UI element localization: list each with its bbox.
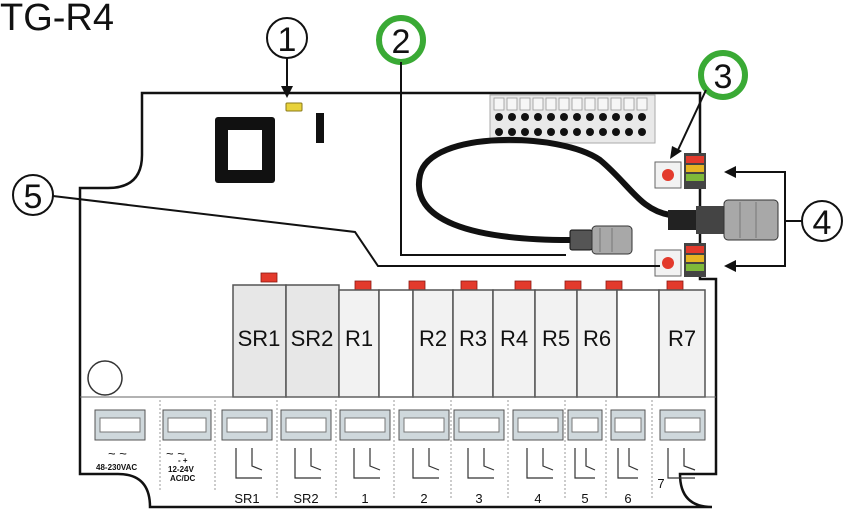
- svg-text:2: 2: [392, 23, 411, 61]
- output-terminal-slots: [226, 417, 701, 433]
- terminal-label-4: 4: [534, 491, 541, 506]
- cable-plug-left: [569, 225, 633, 255]
- relay-leds: [260, 272, 684, 291]
- dc-type-label: AC/DC: [170, 474, 196, 483]
- terminal-label-7: 7: [657, 476, 664, 491]
- svg-text:3: 3: [714, 58, 733, 96]
- diagram-title: TG-R4: [0, 0, 114, 39]
- cable: [415, 136, 673, 243]
- cable-plug-right: [668, 199, 779, 241]
- svg-text:4: 4: [813, 204, 832, 242]
- relay-r3: [452, 289, 494, 398]
- connector-lower: [654, 243, 706, 277]
- dc-voltage-label: 12-24V: [168, 465, 194, 474]
- callout-1: 1: [266, 17, 308, 98]
- status-led: [285, 102, 303, 112]
- relay-label-r2: R2: [419, 326, 447, 351]
- relay-label-sr1: SR1: [238, 326, 281, 351]
- relay-label-r4: R4: [500, 326, 528, 351]
- callout-5: 5: [12, 174, 660, 267]
- contact-schematics: [235, 448, 696, 479]
- terminal-label-3: 3: [475, 491, 482, 506]
- ac-voltage-label: 48-230VAC: [96, 463, 137, 472]
- callout-4: 4: [724, 166, 843, 272]
- relay-labels: SR1 SR2 R1 R2 R3 R4 R5 R6 R7: [238, 326, 696, 351]
- dc-polarity: - +: [178, 456, 188, 465]
- terminal-label-5: 5: [581, 491, 588, 506]
- relay-label-r5: R5: [542, 326, 570, 351]
- power-terminal-dc: ~ ~ - + 12-24V AC/DC: [162, 409, 212, 483]
- terminal-label-6: 6: [624, 491, 631, 506]
- power-terminal-ac: ~ ~ 48-230VAC: [94, 409, 146, 472]
- relay-r6: [576, 289, 618, 398]
- relay-sr2: [285, 284, 340, 398]
- relay-blank-a: [378, 289, 414, 398]
- relay-bank: [232, 284, 706, 398]
- relay-label-r7: R7: [668, 326, 696, 351]
- output-terminal-labels: SR1 SR2 1 2 3 4 5 6 7: [234, 476, 664, 506]
- callout-3: 3: [670, 50, 748, 159]
- connector-upper: [654, 153, 706, 189]
- svg-text:5: 5: [24, 178, 43, 216]
- board-logo: [215, 113, 324, 183]
- relay-label-r1: R1: [345, 326, 373, 351]
- ac-symbols: ~ ~: [108, 446, 127, 461]
- terminal-dividers: [276, 400, 653, 500]
- dip-switch-bank: [489, 94, 656, 144]
- callout-2: 2: [376, 15, 566, 256]
- svg-text:1: 1: [278, 21, 297, 59]
- relay-label-r6: R6: [583, 326, 611, 351]
- relay-r5: [534, 289, 578, 398]
- dc-symbols: ~ ~: [166, 446, 185, 461]
- terminal-label-1: 1: [361, 491, 368, 506]
- terminal-label-2: 2: [420, 491, 427, 506]
- mounting-hole: [87, 360, 123, 396]
- relay-label-r3: R3: [459, 326, 487, 351]
- relay-blank-b: [616, 289, 660, 398]
- terminal-label-sr2: SR2: [293, 491, 318, 506]
- terminal-label-sr1: SR1: [234, 491, 259, 506]
- relay-label-sr2: SR2: [291, 326, 334, 351]
